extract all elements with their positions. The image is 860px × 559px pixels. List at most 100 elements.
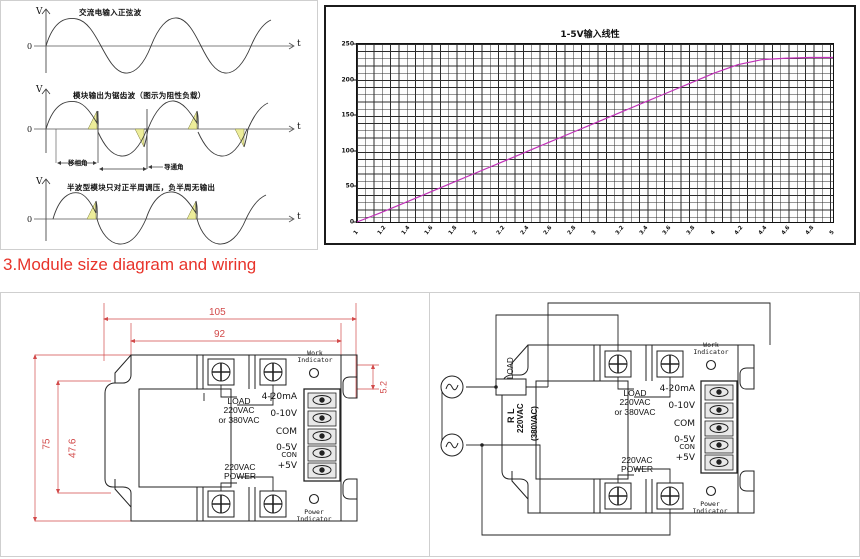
chart-y-tick-label: 200 [341, 76, 354, 84]
chart-x-tick-label: 4 [709, 229, 717, 237]
chart-x-tick-label: 2.8 [566, 224, 578, 237]
waveform-title-2: 模块输出为锯齿波（图示为阻性负载） [73, 91, 206, 100]
work-indicator-led [308, 367, 320, 379]
terminal-label-com: COM [673, 418, 695, 429]
conduction-angle-arrow [99, 165, 163, 171]
chart-y-tick-mark [353, 221, 357, 223]
chart-x-tick-label: 1.4 [400, 224, 412, 237]
power-indicator-label: Power Indicator [290, 508, 338, 524]
chart-y-tick-label: 0 [349, 218, 354, 226]
dimension-width-outer: 105 [209, 307, 226, 318]
chart-y-tick-label: 50 [345, 182, 354, 190]
chart-x-tick-label: 1.8 [447, 224, 459, 237]
power-indicator-line1: Power [304, 508, 324, 516]
terminal-label--5v: +5V [277, 461, 297, 472]
annotation-conduction-angle: 导通角 [164, 163, 184, 171]
wiring-power-indicator-line1: Power [700, 500, 720, 508]
terminal-label-sub: CON [281, 451, 297, 460]
waveform-zero-3: 0 [27, 215, 33, 224]
wiring-graphics [440, 302, 771, 536]
module-dimension-panel: 105 92 75 47.6 5.2 Work Indicator Power … [0, 292, 430, 557]
waveform-zero-1: 0 [27, 42, 33, 51]
chart-x-tick-label: 1.6 [424, 224, 435, 237]
wiring-control-terminal-block [700, 380, 738, 474]
chart-x-tick-label: 1 [352, 229, 360, 237]
chart-y-tick-label: 100 [341, 147, 354, 155]
chart-y-tick-label: 150 [341, 111, 354, 119]
chart-y-tick-mark [353, 150, 357, 152]
terminal-label--5v: +5V [675, 453, 695, 464]
conduction-wedge-3 [187, 110, 198, 130]
terminal-label-4-20ma: 4-20mA [659, 384, 695, 394]
work-indicator-line2: Indicator [297, 356, 333, 365]
work-indicator-label: Work Indicator [292, 349, 338, 365]
work-indicator-line1: Work [307, 349, 323, 357]
waveform-x-symbol-1: t [297, 39, 301, 49]
chart-x-tick-label: 1.2 [376, 224, 388, 237]
load-resistor [495, 378, 527, 396]
waveform-x-symbol-2: t [297, 122, 301, 132]
mech-graphics [33, 303, 379, 522]
chopped-sine-curve [45, 100, 269, 157]
external-wiring [441, 302, 771, 536]
chart-x-tick-label: 4.4 [757, 224, 769, 237]
waveform-title-3: 半波型模块只对正半周调压，负半周无输出 [67, 183, 216, 192]
wiring-load-label-line3: or 380VAC [614, 406, 656, 417]
ac-source-bottom [440, 433, 464, 457]
chart-line-series [356, 56, 833, 223]
wiring-power-indicator-line2: Indicator [692, 507, 728, 516]
load-terminal-label: LOAD 220VAC or 380VAC [206, 396, 272, 425]
chart-x-tick-label: 3.2 [614, 224, 626, 237]
sine-curve-1 [45, 17, 272, 74]
waveform-graphics [34, 8, 295, 245]
terminal-label-0-10v: 0-10V [668, 401, 695, 412]
wiring-power-indicator-led [705, 485, 717, 497]
junction-dot-1 [494, 385, 498, 389]
waveform-x-symbol-3: t [297, 212, 301, 222]
chart-x-tick-label: 2 [471, 229, 479, 237]
wiring-work-indicator-line2: Indicator [693, 348, 729, 357]
terminal-label-4-20ma: 4-20mA [261, 392, 297, 402]
power-indicator-line2: Indicator [296, 515, 332, 524]
chart-x-tick-label: 3 [590, 229, 598, 237]
waveform-y-symbol-2: V [36, 85, 43, 95]
chart-title: 1-5V输入线性 [560, 30, 620, 40]
chart-y-tick-mark [353, 79, 357, 81]
wiring-load-terminal-label: LOAD 220VAC or 380VAC [602, 388, 668, 417]
halfwave-curve [52, 191, 267, 245]
junction-dot-2 [480, 443, 484, 447]
power-terminal-label: 220VAC POWER [209, 462, 271, 482]
chart-x-tick-label: 4.6 [781, 224, 792, 237]
terminal-label-main: 0-5V [674, 434, 695, 445]
power-label-line2: POWER [223, 471, 257, 482]
terminal-label-0-10v: 0-10V [270, 409, 297, 420]
waveform-y-symbol-1: V [36, 7, 43, 17]
waveform-2-axes [34, 88, 295, 153]
waveform-panel: 交流电输入正弦波 V t 0 模块输出为锯齿波（图示为阻性负载） V t 0 移… [0, 0, 318, 250]
dimension-width-inner: 92 [214, 329, 226, 340]
wiring-work-indicator-led [705, 359, 717, 371]
wiring-screw-terminal-group-top [604, 350, 684, 398]
waveform-y-symbol-3: V [36, 177, 43, 187]
waveform-1-axes [34, 8, 295, 73]
module-outline [104, 354, 358, 522]
chart-y-tick-mark [353, 43, 357, 45]
screw-terminal-group-top [203, 358, 287, 406]
terminal-label-com: COM [275, 426, 297, 437]
wiring-screw-terminal-group-bottom [604, 468, 684, 510]
wiring-load-label-line2: 220VAC [619, 397, 651, 408]
chart-x-tick-label: 3.4 [638, 224, 650, 237]
chart-y-tick-mark [353, 185, 357, 187]
power-label-line1: 220VAC [224, 462, 256, 472]
chart-x-tick-label: 5 [828, 229, 836, 237]
page-title: 3.Module size diagram and wiring [3, 255, 257, 274]
load-label-line2: 220VAC [223, 405, 255, 416]
load-label-line1: LOAD [227, 396, 251, 406]
chart-x-tick-label: 3.8 [685, 224, 697, 237]
wiring-load-label-line1: LOAD [623, 388, 647, 398]
chart-x-tick-label: 2.2 [495, 224, 507, 237]
